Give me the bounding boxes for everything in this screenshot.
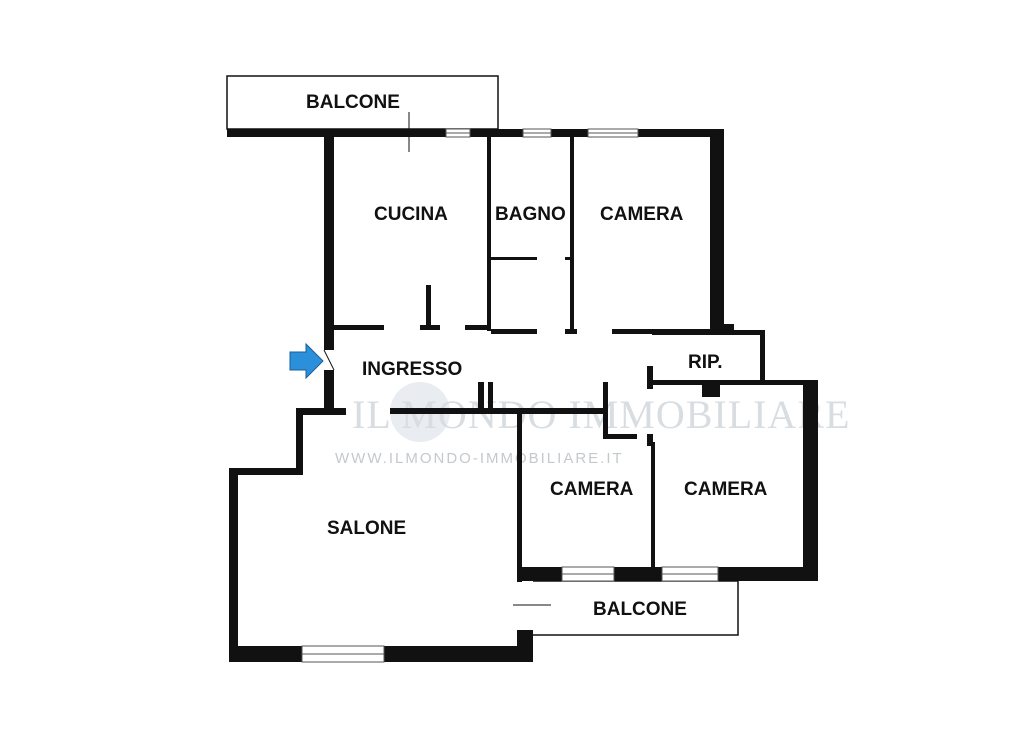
room-label-camera-right: CAMERA xyxy=(684,479,768,500)
room-label-salone: SALONE xyxy=(327,518,406,539)
room-label-ingresso: INGRESSO xyxy=(362,359,462,380)
entry-arrow-icon xyxy=(289,342,324,380)
room-label-balcone-top: BALCONE xyxy=(306,92,400,113)
room-label-bagno: BAGNO xyxy=(495,204,566,225)
room-labels: BALCONE CUCINA BAGNO CAMERA INGRESSO RIP… xyxy=(306,92,768,620)
watermark-title: IL MONDO IMMOBILIARE xyxy=(352,392,850,437)
entry-door xyxy=(323,349,335,371)
room-label-camera-top: CAMERA xyxy=(600,204,684,225)
watermark-url: WWW.ILMONDO-IMMOBILIARE.IT xyxy=(335,450,624,467)
room-label-rip: RIP. xyxy=(688,352,723,373)
window-mullions xyxy=(302,132,718,655)
room-label-camera-mid: CAMERA xyxy=(550,479,634,500)
room-label-balcone-bottom: BALCONE xyxy=(593,599,687,620)
watermark: IL MONDO IMMOBILIARE WWW.ILMONDO-IMMOBIL… xyxy=(335,382,850,467)
room-label-cucina: CUCINA xyxy=(374,204,448,225)
